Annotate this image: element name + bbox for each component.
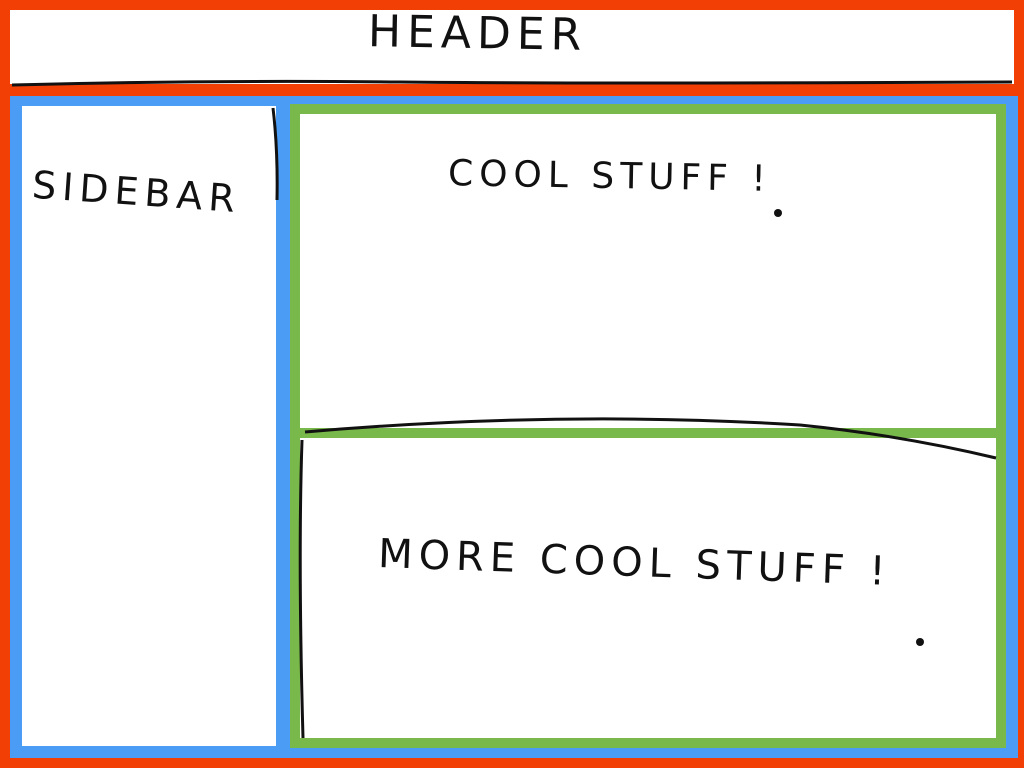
divider-sketch-curve — [304, 417, 997, 460]
content-bottom-label: MORE COOL STUFF ! — [377, 531, 893, 595]
header-sketch-line — [11, 79, 1013, 87]
sidebar-label: SIDEBAR — [30, 162, 243, 222]
header-label: HEADER — [367, 6, 588, 61]
content-top-label: COOL STUFF ! — [447, 153, 773, 200]
exclamation-dot-bottom — [916, 638, 924, 646]
exclamation-dot-top — [774, 209, 782, 217]
sidebar-sketch-line — [271, 107, 279, 201]
content-bottom-panel — [300, 438, 996, 738]
bottom-panel-sketch-edge — [298, 439, 305, 739]
content-frame — [290, 104, 1006, 748]
